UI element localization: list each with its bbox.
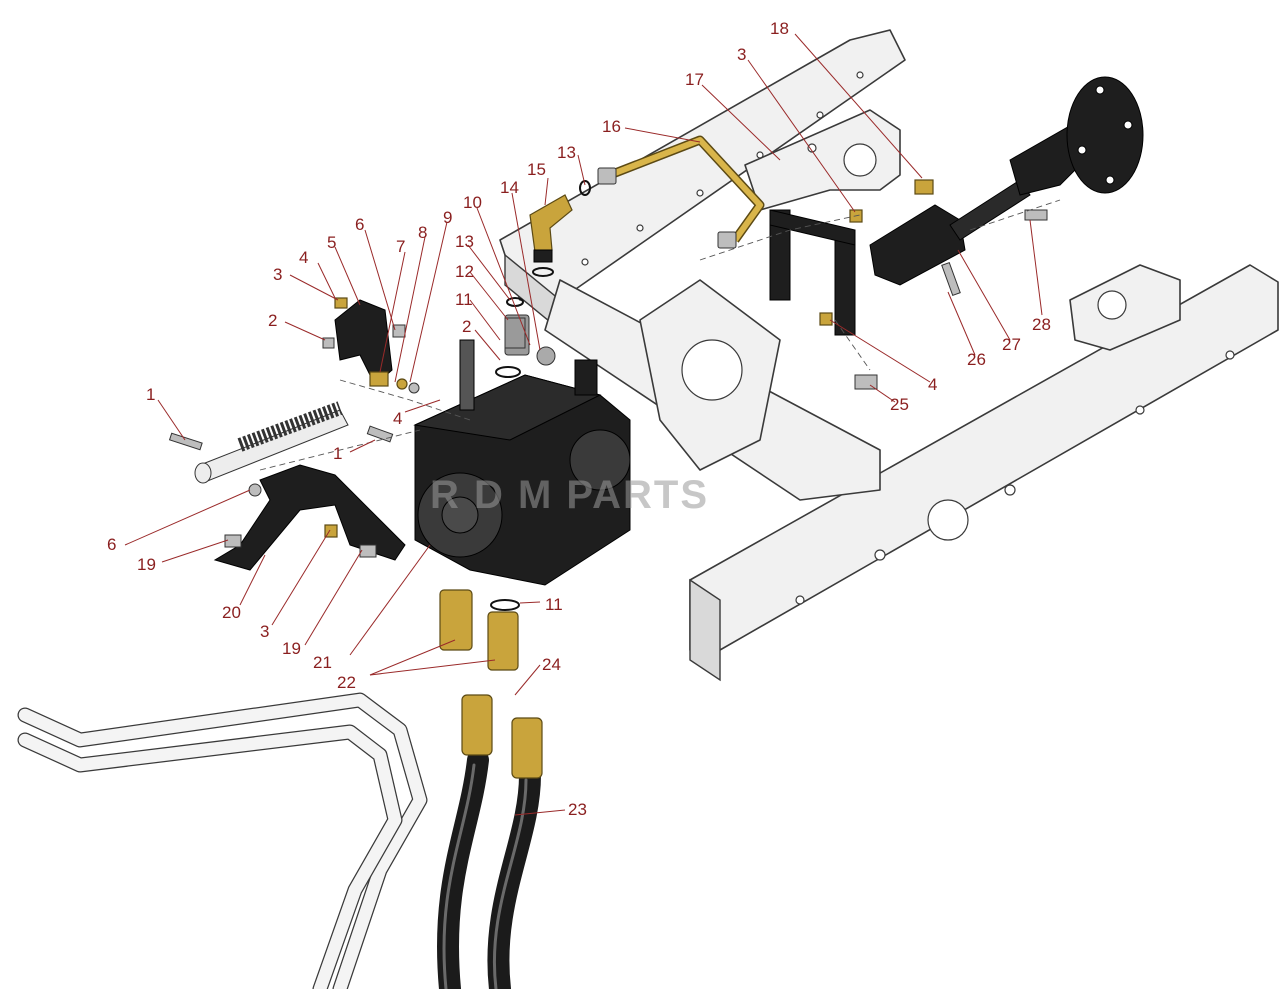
callout-2: 2 xyxy=(268,311,277,330)
cross-tube xyxy=(544,279,881,501)
callout-1: 1 xyxy=(333,444,342,463)
callout-3: 3 xyxy=(273,265,282,284)
frame-plate-upper xyxy=(744,109,901,211)
small-hardware xyxy=(168,179,1048,671)
callout-4: 4 xyxy=(393,409,402,428)
callout-4: 4 xyxy=(299,248,308,267)
callout-27: 27 xyxy=(1002,335,1021,354)
callout-11: 11 xyxy=(455,290,473,309)
callout-1: 1 xyxy=(146,385,155,404)
lower-frame-rail xyxy=(689,264,1279,682)
elbow-fitting xyxy=(529,194,573,277)
callout-19: 19 xyxy=(282,639,301,658)
callout-6: 6 xyxy=(355,215,364,234)
callout-12: 12 xyxy=(455,262,474,281)
callout-17: 17 xyxy=(685,70,704,89)
callout-9: 9 xyxy=(443,208,452,227)
callout-8: 8 xyxy=(418,223,427,242)
callout-24: 24 xyxy=(542,655,561,674)
callout-18: 18 xyxy=(770,19,789,38)
leader-lines xyxy=(124,33,1043,816)
brackets-left xyxy=(213,209,856,571)
callout-14: 14 xyxy=(500,178,519,197)
callout-26: 26 xyxy=(967,350,986,369)
callout-3: 3 xyxy=(260,622,269,641)
callout-23: 23 xyxy=(568,800,587,819)
callout-6: 6 xyxy=(107,535,116,554)
spring-rod xyxy=(194,401,349,484)
callout-2: 2 xyxy=(462,317,471,336)
callout-16: 16 xyxy=(602,117,621,136)
callout-21: 21 xyxy=(313,653,332,672)
upper-frame-rail xyxy=(499,29,906,332)
callout-25: 25 xyxy=(890,395,909,414)
callout-11: 11 xyxy=(545,595,563,614)
callout-7: 7 xyxy=(396,237,405,256)
callout-13: 13 xyxy=(557,143,576,162)
hydraulic-hoses xyxy=(437,694,543,989)
callout-20: 20 xyxy=(222,603,241,622)
white-hydraulic-tubes xyxy=(17,692,428,989)
frame-plate-right xyxy=(1069,264,1181,351)
callout-4: 4 xyxy=(928,375,937,394)
callout-13: 13 xyxy=(455,232,474,251)
callout-19: 19 xyxy=(137,555,156,574)
callout-3: 3 xyxy=(737,45,746,64)
callout-10: 10 xyxy=(463,193,482,212)
callout-28: 28 xyxy=(1032,315,1051,334)
driveshaft xyxy=(869,76,1144,286)
hydraulic-pump xyxy=(413,314,631,586)
callout-labels: 18 3 17 16 13 15 14 10 9 8 6 7 5 4 3 13 … xyxy=(107,19,1051,819)
callout-15: 15 xyxy=(527,160,546,179)
watermark: R D M PARTS xyxy=(430,473,709,517)
alignment-lines xyxy=(259,199,1061,471)
brass-tube xyxy=(597,135,765,249)
callout-5: 5 xyxy=(327,233,336,252)
callout-22: 22 xyxy=(337,673,356,692)
